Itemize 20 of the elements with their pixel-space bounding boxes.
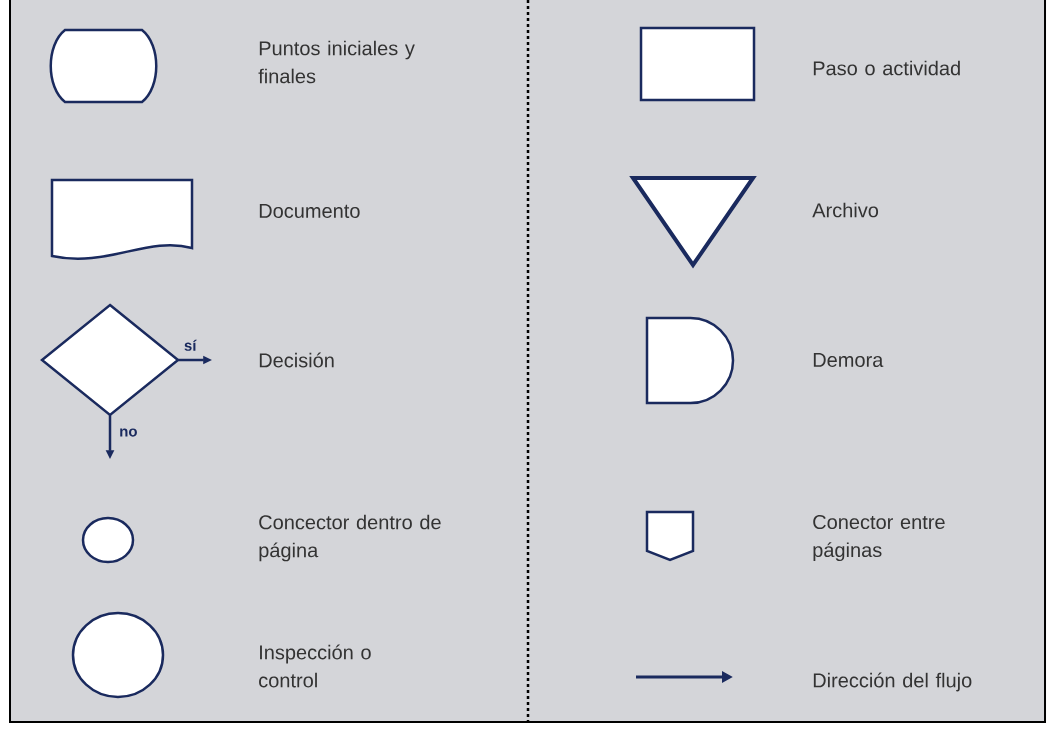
symbol-caption: Dirección del flujo [813, 672, 972, 692]
connector-circle [71, 611, 165, 699]
terminal-symbol [49, 28, 158, 104]
symbol-caption: Demora [813, 353, 884, 367]
symbol-caption: Conector entre páginas [813, 514, 945, 562]
edge-label: sí [184, 339, 197, 351]
symbol-caption: Paso o actividad [813, 60, 960, 76]
symbol-caption: Concector dentro de página [259, 514, 441, 562]
symbol-caption: Puntos iniciales y finales [258, 40, 415, 84]
symbol-caption: Inspección o control [259, 644, 371, 688]
process-box [639, 26, 756, 102]
offpage-connector [645, 510, 695, 562]
delay-symbol [645, 316, 735, 405]
symbol-caption: Decisión [259, 352, 334, 368]
document-symbol [50, 178, 194, 260]
connector-circle [81, 516, 135, 564]
edge-label: no [120, 428, 137, 437]
symbol-caption: Archivo [812, 202, 879, 218]
symbol-caption: Documento [259, 204, 360, 218]
decision-diamond [40, 303, 180, 417]
